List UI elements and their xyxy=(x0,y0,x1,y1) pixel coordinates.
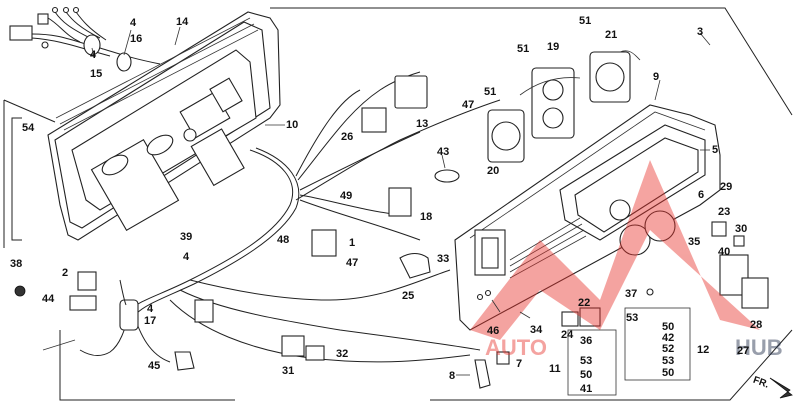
switches xyxy=(14,75,769,389)
callout-51b: 51 xyxy=(517,43,529,55)
watermark: AUTO HUB xyxy=(470,160,783,360)
callout-9: 9 xyxy=(653,71,659,83)
callout-30: 30 xyxy=(735,223,747,235)
fr-direction-marker: FR. xyxy=(751,375,793,399)
callout-40: 40 xyxy=(718,246,730,258)
callout-19: 19 xyxy=(547,41,559,53)
watermark-right-text: HUB xyxy=(735,335,783,360)
callout-50b: 50 xyxy=(580,369,592,381)
callout-2: 2 xyxy=(62,267,68,279)
callout-37: 37 xyxy=(625,288,637,300)
frame-outline xyxy=(3,7,793,401)
callout-50c: 50 xyxy=(662,367,674,379)
callout-23: 23 xyxy=(718,206,730,218)
callout-53b: 53 xyxy=(580,355,592,367)
callout-11: 11 xyxy=(549,363,561,375)
callout-15: 15 xyxy=(90,68,102,80)
callout-12: 12 xyxy=(697,344,709,356)
watermark-mark xyxy=(470,160,760,340)
callout-31: 31 xyxy=(282,365,294,377)
callout-4d: 4 xyxy=(147,303,154,315)
callout-51c: 51 xyxy=(484,86,496,98)
callout-51a: 51 xyxy=(579,15,591,27)
bracket-frame-54 xyxy=(11,117,22,241)
callout-38: 38 xyxy=(10,258,22,270)
callout-28: 28 xyxy=(750,319,762,331)
panel-enclosure xyxy=(47,11,281,241)
callout-29: 29 xyxy=(720,181,732,193)
hardware-box-12 xyxy=(624,307,691,381)
callout-44: 44 xyxy=(42,293,55,305)
callout-20: 20 xyxy=(487,165,499,177)
callout-46: 46 xyxy=(487,325,499,337)
callout-35: 35 xyxy=(688,236,700,248)
outlets xyxy=(487,50,641,163)
callout-47a: 47 xyxy=(462,99,474,111)
callout-32: 32 xyxy=(336,348,348,360)
watermark-left-text: AUTO xyxy=(485,335,547,360)
leader-lines xyxy=(42,26,711,376)
top-wire-bundle xyxy=(9,6,161,72)
callout-27: 27 xyxy=(737,345,749,357)
callout-1: 1 xyxy=(349,237,355,249)
callout-53c: 53 xyxy=(662,355,674,367)
callout-18: 18 xyxy=(420,211,432,223)
callout-22: 22 xyxy=(578,297,590,309)
callout-34: 34 xyxy=(530,324,543,336)
callout-10: 10 xyxy=(286,119,298,131)
callout-5: 5 xyxy=(712,144,718,156)
callout-24: 24 xyxy=(561,329,574,341)
callout-43: 43 xyxy=(437,146,449,158)
callout-47b: 47 xyxy=(346,257,358,269)
callout-4a: 4 xyxy=(130,17,137,29)
callout-50a: 50 xyxy=(662,321,674,333)
callout-48: 48 xyxy=(277,234,289,246)
callout-54: 54 xyxy=(22,122,35,134)
control-panel xyxy=(454,104,721,331)
callout-7: 7 xyxy=(516,358,522,370)
callout-53a: 53 xyxy=(626,312,638,324)
callout-26: 26 xyxy=(341,131,353,143)
callout-25: 25 xyxy=(402,290,414,302)
callout-4c: 4 xyxy=(183,251,190,263)
hardware-box-11 xyxy=(567,329,617,396)
callout-17: 17 xyxy=(144,315,156,327)
callout-16: 16 xyxy=(130,33,142,45)
callout-39: 39 xyxy=(180,231,192,243)
callout-42: 42 xyxy=(662,332,674,344)
callout-14: 14 xyxy=(176,16,189,28)
callout-36: 36 xyxy=(580,335,592,347)
callout-6: 6 xyxy=(698,189,704,201)
callout-21: 21 xyxy=(605,29,617,41)
callout-49: 49 xyxy=(340,190,352,202)
callout-3: 3 xyxy=(697,26,703,38)
callout-8: 8 xyxy=(449,370,455,382)
callout-41: 41 xyxy=(580,383,592,395)
callout-52: 52 xyxy=(662,343,674,355)
fr-label: FR. xyxy=(751,375,770,391)
callout-4b: 4 xyxy=(90,49,97,61)
callout-33: 33 xyxy=(437,253,449,265)
callout-13: 13 xyxy=(416,118,428,130)
callout-45: 45 xyxy=(148,360,160,372)
